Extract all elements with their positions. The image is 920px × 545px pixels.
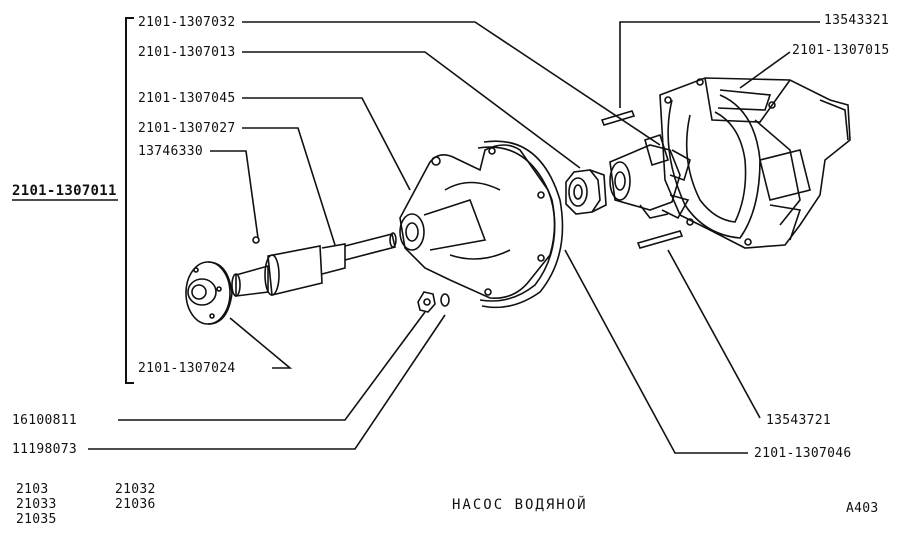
leader-2101-1307032 [242,21,661,146]
pins-drawing [600,110,684,249]
part-label-2101-1307032: 2101-1307032 [138,15,236,30]
part-label-11198073: 11198073 [12,442,78,457]
model-21036: 21036 [115,497,156,512]
part-label-2101-1307013: 2101-1307013 [138,45,236,60]
assembly-label: 2101-1307011 [12,183,117,199]
leader-2101-1307013 [242,51,581,169]
leader-2101-1307015 [739,51,791,89]
pulley-hub-drawing [185,261,233,325]
part-label-2101-1307027: 2101-1307027 [138,121,236,136]
model-21035: 21035 [16,512,57,527]
leader-2101-1307024 [229,317,293,369]
leader-13543721 [667,249,761,419]
leader-2101-1307046 [564,249,748,454]
diagram-title: НАСОС ВОДЯНОЙ [452,497,588,513]
nut-washer-drawing [417,291,450,313]
model-21033: 21033 [16,497,57,512]
model-2103: 2103 [16,482,49,497]
leader-11198073 [88,314,446,450]
pump-cover-drawing [399,140,564,309]
seal-drawing [565,169,607,215]
impeller-drawing [609,133,691,220]
leader-2101-1307045 [242,97,411,191]
part-label-13543321: 13543321 [824,13,890,28]
diagram-code: А403 [846,501,879,516]
shaft-bearing-drawing [231,232,397,297]
leader-16100811 [118,311,426,421]
model-21032: 21032 [115,482,156,497]
leader-2101-1307027 [242,127,336,246]
leader-13746330 [210,150,259,239]
part-label-2101-1307046: 2101-1307046 [754,446,852,461]
part-label-13543721: 13543721 [766,413,832,428]
part-label-13746330: 13746330 [138,144,204,159]
assembly-bracket [125,17,134,384]
pump-housing-drawing [659,77,851,249]
part-label-2101-1307024: 2101-1307024 [138,361,236,376]
leader-13543321 [619,21,820,108]
part-label-2101-1307015: 2101-1307015 [792,43,890,58]
part-label-16100811: 16100811 [12,413,78,428]
part-label-2101-1307045: 2101-1307045 [138,91,236,106]
